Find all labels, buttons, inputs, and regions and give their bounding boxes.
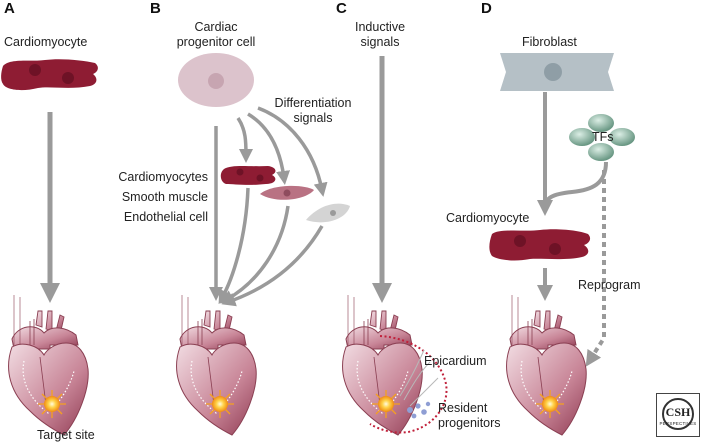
panel-c-title-line1: Inductive [354,20,406,34]
csh-perspectives-logo: CSH PERSPECTIVES [656,393,700,437]
panel-c-letter: C [336,0,347,17]
panel-b-heart [175,294,257,436]
epicardium-label: Epicardium [424,354,487,368]
cell-type-cardiomyocytes: Cardiomyocytes [118,170,208,184]
fibroblast-nucleus [544,63,562,81]
panel-d-cardiomyocyte-label: Cardiomyocyte [446,211,530,225]
panel-a-target-burst [37,389,67,419]
panel-d-letter: D [481,0,492,17]
logo-main-text: CSH [665,405,691,419]
smooth-muscle-cell [260,185,314,200]
fibroblast-label: Fibroblast [522,35,577,49]
cell-type-endothelial: Endothelial cell [123,210,208,224]
panel-d-target-burst [535,389,565,419]
panel-d-cardiomyocyte [489,229,591,261]
resident-progenitor-paths [399,349,439,407]
panel-b-letter: B [150,0,161,17]
panel-a-title: Cardiomyocyte [4,35,88,49]
tf-cluster [569,114,635,161]
epicardium-layer [369,335,448,434]
panel-d-heart [505,294,587,436]
target-site-label: Target site [37,428,95,442]
panel-b-title-line1: Cardiac [194,20,238,34]
tfs-label: TFs [592,130,614,144]
progenitor-nucleus [208,73,224,89]
panel-b-arrows [209,106,328,307]
differentiation-signals-line1: Differentiation [274,96,352,110]
endothelial-cell [306,203,350,223]
differentiation-signals-line2: signals [293,111,333,125]
panel-a-heart [7,294,89,436]
resident-progenitors-line1: Resident [438,401,488,415]
cardiomyocyte-small [220,166,276,185]
panel-c-target-burst [371,389,401,419]
reprogram-label: Reprogram [578,278,641,292]
resident-progenitor-cells [407,401,431,419]
panel-a-cardiomyocyte [1,59,98,91]
panel-a-letter: A [4,0,15,17]
panel-c-title-line2: signals [360,35,400,49]
panel-c-heart [341,294,423,436]
panel-d-arrows [537,92,608,367]
resident-progenitors-line2: progenitors [438,416,501,430]
panel-b-title-line2: progenitor cell [176,35,256,49]
logo-ring [662,398,694,430]
logo-sub-text: PERSPECTIVES [659,421,697,426]
panel-b-target-burst [205,389,235,419]
cell-type-smooth-muscle: Smooth muscle [121,190,208,204]
